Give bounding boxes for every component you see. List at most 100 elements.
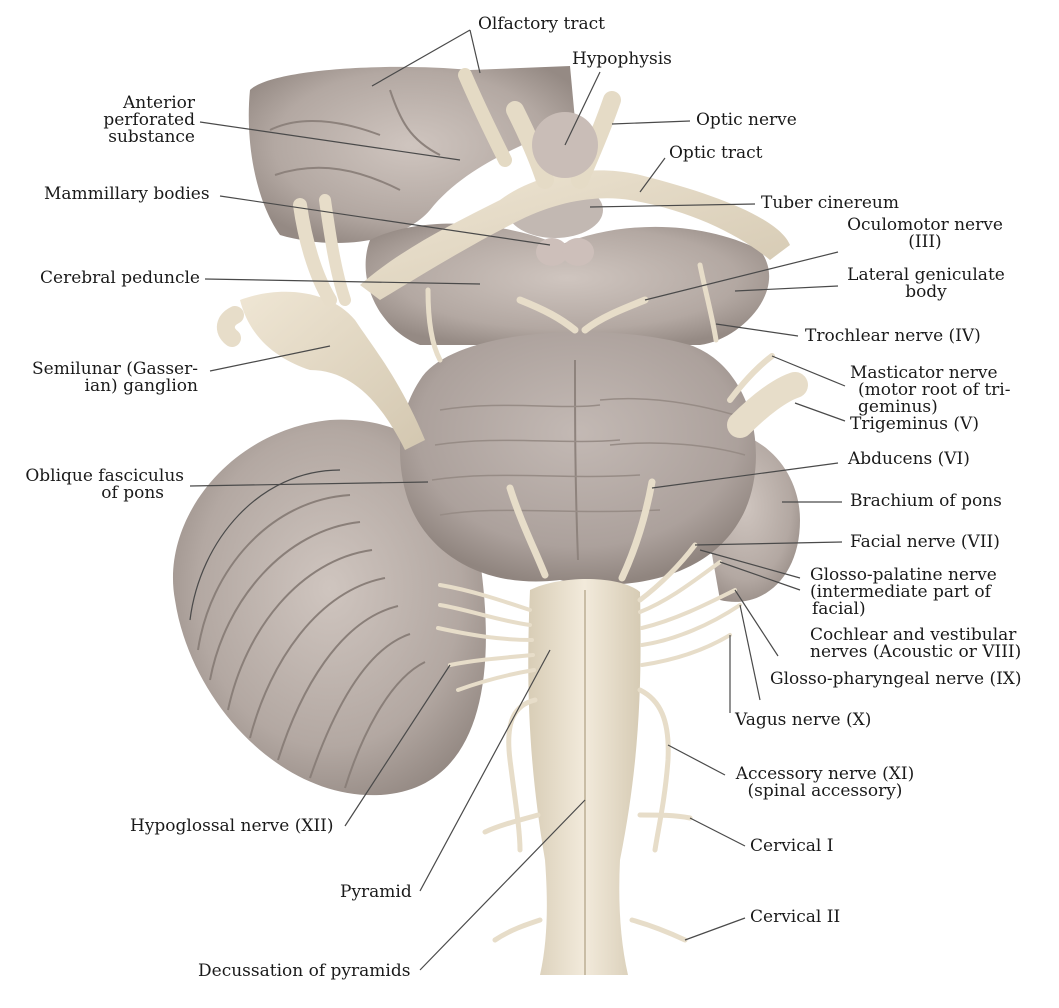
- label-trigeminus: Trigeminus (V): [850, 414, 979, 434]
- olfactory-tract: [458, 68, 512, 167]
- label-glosso-palatine-nerve: Glosso-palatine nerve (intermediate part…: [810, 567, 997, 618]
- label-hypophysis: Hypophysis: [572, 49, 672, 69]
- label-line: Cochlear and vestibular: [810, 625, 1017, 645]
- leader-oculomotor: [644, 251, 839, 301]
- label-glosso-pharyngeal-nerve: Glosso-pharyngeal nerve (IX): [770, 669, 1022, 689]
- label-trochlear-nerve: Trochlear nerve (IV): [805, 326, 981, 346]
- label-line: (intermediate part of: [810, 582, 991, 602]
- label-anterior-perforated-substance: Anterior perforated substance: [80, 95, 195, 146]
- leader-lateral-geniculate: [734, 285, 839, 292]
- mammillary-body-left: [536, 238, 568, 266]
- label-line: substance: [108, 127, 195, 147]
- pons: [400, 331, 756, 585]
- leader-cervical-ii: [684, 917, 746, 941]
- leader-pyramid: [419, 649, 551, 892]
- label-line: (III): [908, 232, 942, 252]
- rootlets-left: [436, 583, 543, 943]
- label-oculomotor-nerve: Oculomotor nerve (III): [845, 217, 1005, 251]
- leader-decussation: [419, 799, 586, 971]
- cerebellum: [172, 419, 486, 796]
- leader-hypoglossal: [344, 664, 451, 827]
- leader-mammillary: [219, 195, 551, 246]
- label-lateral-geniculate-body: Lateral geniculate body: [846, 267, 1006, 301]
- label-hypoglossal-nerve: Hypoglossal nerve (XII): [130, 816, 334, 836]
- leader-cochlear: [734, 589, 779, 657]
- oculomotor-nerve-right: [581, 296, 649, 334]
- label-abducens: Abducens (VI): [848, 449, 970, 469]
- label-line: Lateral geniculate: [847, 265, 1005, 285]
- masticator-nerve: [727, 353, 775, 403]
- leader-olfactory-tract-2: [469, 29, 481, 74]
- semilunar-ganglion: [240, 291, 425, 450]
- leader-olfactory-tract: [371, 29, 471, 87]
- label-line: Anterior: [122, 93, 195, 113]
- label-tuber-cinereum: Tuber cinereum: [761, 193, 899, 213]
- label-facial-nerve: Facial nerve (VII): [850, 532, 1000, 552]
- cerebral-peduncles: [365, 223, 770, 345]
- label-vagus-nerve: Vagus nerve (X): [735, 710, 872, 730]
- leader-optic-tract: [639, 157, 666, 193]
- abducens-right: [618, 478, 656, 582]
- label-cerebral-peduncle: Cerebral peduncle: [40, 268, 200, 288]
- leader-cervical-i: [689, 817, 746, 847]
- leader-oblique-fasciculus: [189, 481, 429, 487]
- label-line: Accessory nerve (XI): [735, 764, 915, 784]
- label-line: nerves (Acoustic or VIII): [810, 642, 1022, 662]
- leader-cerebral-peduncle: [204, 278, 481, 285]
- label-brachium-of-pons: Brachium of pons: [850, 491, 1002, 511]
- leader-semilunar: [209, 345, 331, 372]
- leader-tuber-cinereum: [589, 203, 756, 208]
- label-olfactory-tract: Olfactory tract: [478, 14, 605, 34]
- leader-glosso-pharyngeal: [739, 604, 761, 701]
- label-pyramid: Pyramid: [340, 882, 412, 902]
- label-optic-tract: Optic tract: [669, 143, 763, 163]
- label-line: Masticator nerve: [850, 363, 998, 383]
- trochlear-nerve-left: [425, 287, 443, 363]
- leader-trochlear: [715, 323, 799, 337]
- label-semilunar-ganglion: Semilunar (Gasser- ian) ganglion: [20, 361, 198, 395]
- leader-optic-nerve: [611, 120, 691, 125]
- label-cervical-i: Cervical I: [750, 836, 834, 856]
- maxillary-division: [319, 194, 351, 306]
- leader-glosso-palatine-1: [699, 549, 801, 579]
- leader-hypophysis: [564, 71, 601, 146]
- mammillary-body-right: [562, 238, 594, 266]
- leader-anterior-perforated: [199, 121, 461, 161]
- leader-masticator: [771, 355, 846, 387]
- label-line: Semilunar (Gasser-: [32, 359, 198, 379]
- leader-abducens: [651, 462, 839, 489]
- leader-accessory: [667, 744, 726, 776]
- label-line: (spinal accessory): [747, 781, 903, 801]
- mandibular-division: [216, 306, 244, 347]
- trochlear-nerve: [697, 262, 719, 343]
- label-line: perforated: [103, 110, 195, 130]
- label-cochlear-vestibular-nerves: Cochlear and vestibular nerves (Acoustic…: [810, 627, 1021, 661]
- label-oblique-fasciculus: Oblique fasciculus of pons: [20, 468, 184, 502]
- leader-facial: [694, 541, 843, 546]
- label-cervical-ii: Cervical II: [750, 907, 841, 927]
- label-line: Oculomotor nerve: [847, 215, 1003, 235]
- abducens-left: [506, 484, 549, 579]
- trigeminus-right: [727, 372, 808, 438]
- label-decussation-of-pyramids: Decussation of pyramids: [198, 961, 411, 981]
- label-line: facial): [812, 599, 866, 619]
- label-masticator-nerve: Masticator nerve (motor root of tri- gem…: [850, 365, 1011, 416]
- label-accessory-nerve: Accessory nerve (XI) (spinal accessory): [730, 766, 920, 800]
- ophthalmic-division: [293, 198, 337, 307]
- label-line: Oblique fasciculus: [25, 466, 184, 486]
- label-line: ian) ganglion: [84, 376, 198, 396]
- leader-glosso-palatine-2: [719, 561, 801, 591]
- label-line: Glosso-palatine nerve: [810, 565, 997, 585]
- rootlets-right: [629, 542, 742, 943]
- label-mammillary-bodies: Mammillary bodies: [44, 184, 210, 204]
- optic-tracts: [360, 170, 790, 300]
- label-line: geminus): [858, 397, 938, 417]
- label-line: (motor root of tri-: [858, 380, 1011, 400]
- oculomotor-nerve-left: [516, 296, 579, 334]
- label-line: of pons: [101, 483, 164, 503]
- label-optic-nerve: Optic nerve: [696, 110, 797, 130]
- basilar-sulcus: [574, 359, 579, 561]
